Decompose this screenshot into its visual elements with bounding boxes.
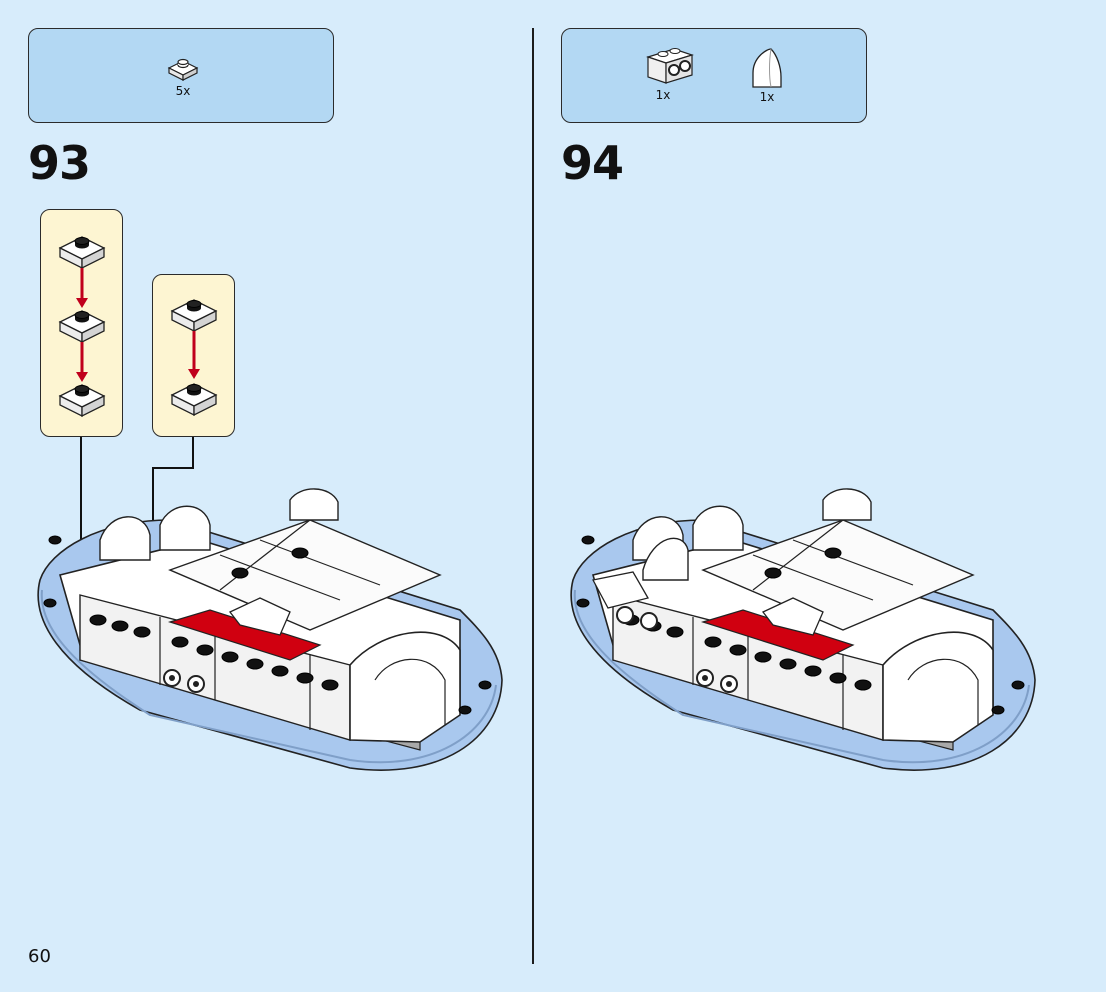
subassembly-2-icon: [171, 299, 217, 416]
step-93-model: [37, 488, 503, 771]
part-curved-slope: 1x: [745, 47, 789, 104]
brick-1x2-studs-side-icon: [646, 48, 694, 84]
part-qty: 1x: [759, 90, 775, 104]
step-number-94: 94: [561, 136, 624, 190]
step-number-93: 93: [28, 136, 91, 190]
part-qty: 1x: [655, 88, 671, 102]
part-plate-1x1: 5x: [163, 57, 203, 98]
subassembly-3-icon: [59, 236, 105, 417]
curved-slope-icon: [752, 48, 782, 88]
plate-1x1-icon: [167, 58, 199, 81]
step-94-model: [570, 487, 1036, 772]
callout-subassembly-3: [40, 209, 123, 437]
part-brick-1x2-studs-side: 1x: [640, 43, 700, 102]
part-qty: 5x: [175, 84, 191, 98]
step-93-parts-box: 5x: [28, 28, 334, 123]
page-number: 60: [28, 946, 51, 967]
callout-subassembly-2: [152, 274, 235, 437]
step-94-parts-box: 1x 1x: [561, 28, 867, 123]
page-divider: [532, 28, 534, 964]
